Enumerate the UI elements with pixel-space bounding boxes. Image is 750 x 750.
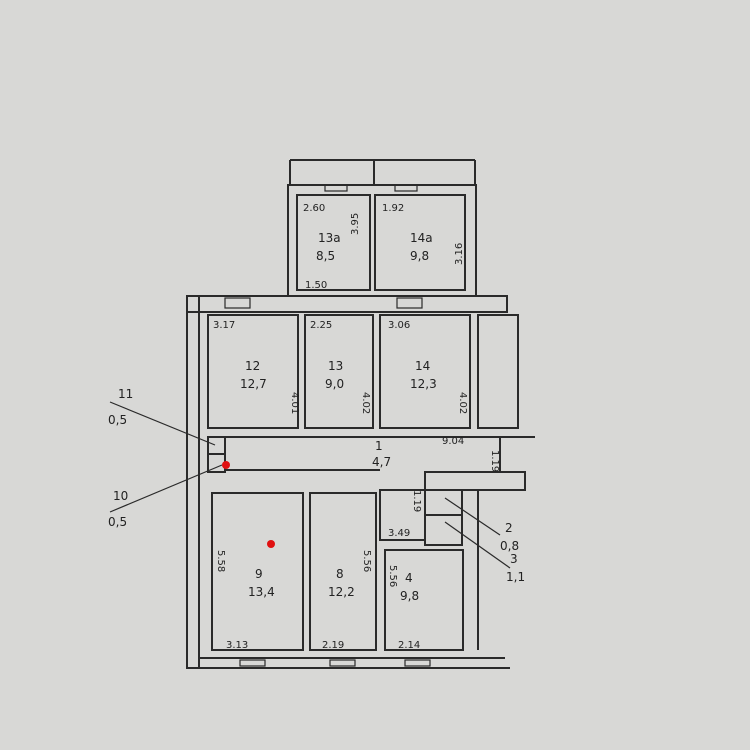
dimension: 3.13 bbox=[226, 640, 248, 651]
dimension: 5.58 bbox=[215, 550, 226, 572]
room-area: 4,7 bbox=[372, 455, 391, 469]
dimension: 9.04 bbox=[442, 436, 464, 447]
room-area: 12,7 bbox=[240, 377, 267, 391]
room-area: 9,0 bbox=[325, 377, 344, 391]
room-area: 9,8 bbox=[400, 589, 419, 603]
room-number: 8 bbox=[336, 567, 344, 581]
room-area: 13,4 bbox=[248, 585, 275, 599]
leader-lines bbox=[109, 401, 511, 569]
dimension: 2.25 bbox=[310, 320, 332, 331]
room-number: 14 bbox=[415, 359, 430, 373]
dimension: 1.19 bbox=[489, 450, 500, 472]
room-labels: 13а 8,5 14а 9,8 12 12,7 13 9,0 14 12,3 1… bbox=[108, 231, 525, 603]
room-area: 8,5 bbox=[316, 249, 335, 263]
room-number: 4 bbox=[405, 571, 413, 585]
marker-dot bbox=[267, 540, 275, 548]
dimension: 1.92 bbox=[382, 203, 404, 214]
dimension: 3.06 bbox=[388, 320, 410, 331]
dimension: 5.56 bbox=[361, 550, 372, 572]
dimension: 4.01 bbox=[289, 392, 300, 414]
room-number: 2 bbox=[505, 521, 513, 535]
room-number: 1 bbox=[375, 439, 383, 453]
room-area: 0,5 bbox=[108, 413, 127, 427]
room-number: 14а bbox=[410, 231, 433, 245]
room-number: 13а bbox=[318, 231, 341, 245]
room-area: 12,2 bbox=[328, 585, 355, 599]
dimension: 3.16 bbox=[454, 243, 465, 265]
dimension: 3.17 bbox=[213, 320, 235, 331]
dimension: 4.02 bbox=[360, 392, 371, 414]
room-area: 0,8 bbox=[500, 539, 519, 553]
dimension: 2.19 bbox=[322, 640, 344, 651]
walls bbox=[186, 159, 535, 669]
room-number: 12 bbox=[245, 359, 260, 373]
dimension: 3.49 bbox=[388, 528, 410, 539]
dimension: 4.02 bbox=[457, 392, 468, 414]
marker-dot bbox=[222, 461, 230, 469]
dimension: 5.56 bbox=[387, 565, 398, 587]
room-number: 13 bbox=[328, 359, 343, 373]
dimension: 1.50 bbox=[305, 280, 327, 291]
room-area: 0,5 bbox=[108, 515, 127, 529]
room-area: 12,3 bbox=[410, 377, 437, 391]
room-number: 11 bbox=[118, 387, 133, 401]
room-area: 9,8 bbox=[410, 249, 429, 263]
dimension: 3.95 bbox=[350, 213, 361, 235]
room-area: 1,1 bbox=[506, 570, 525, 584]
room-number: 9 bbox=[255, 567, 263, 581]
dimension-labels: 2.60 1.92 3.95 3.16 1.50 3.17 2.25 3.06 … bbox=[213, 203, 500, 651]
room-number: 3 bbox=[510, 552, 518, 566]
room-number: 10 bbox=[113, 489, 128, 503]
dimension: 1.19 bbox=[411, 490, 422, 512]
dimension: 2.60 bbox=[303, 203, 325, 214]
dimension: 2.14 bbox=[398, 640, 420, 651]
windows bbox=[224, 184, 431, 667]
